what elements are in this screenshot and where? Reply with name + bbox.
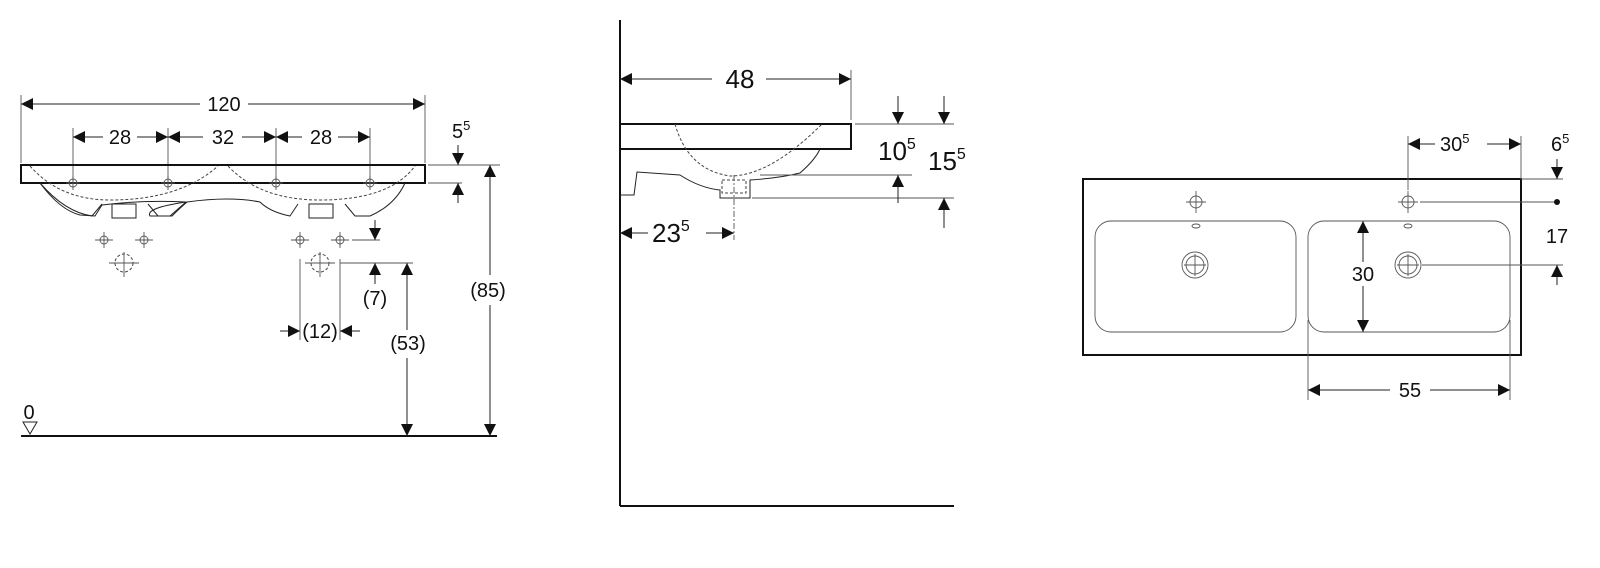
front-view: 120 28 32 28	[20, 94, 506, 437]
dim-basin-width: 55	[1399, 380, 1421, 402]
floor-level-label: 0	[23, 402, 34, 424]
dim-drain-offset-vertical: (7)	[363, 288, 387, 310]
dim-drain-distance: 235	[652, 218, 690, 248]
basin-slab	[20, 164, 426, 184]
dim-tap-from-back: 65	[1551, 131, 1569, 156]
dim-drain-offset-horizontal: (12)	[302, 321, 338, 343]
supply-crosses	[95, 232, 349, 277]
dim-drain-from-tap: 17	[1546, 226, 1568, 248]
dim-overall-height: (85)	[470, 280, 506, 302]
dim-total-width: 120	[207, 94, 240, 116]
drain-icons	[1181, 251, 1422, 279]
dim-basin-depth: 30	[1352, 264, 1374, 286]
countertop-outline	[1082, 178, 1522, 356]
side-view: 48 105 155 235	[619, 20, 966, 507]
dim-tap-spacing-right: 28	[310, 127, 332, 149]
dim-slab-height: 105	[878, 136, 916, 166]
dim-tap-spacing-left: 28	[109, 127, 131, 149]
dim-tap-spacing-mid: 32	[212, 127, 234, 149]
basin-left	[1094, 220, 1297, 333]
tap-hole-icons	[1186, 191, 1418, 229]
top-view: 305 65 17 30 55	[1082, 131, 1569, 402]
basin-right	[1307, 220, 1511, 333]
dim-depth: 48	[726, 64, 755, 94]
dim-slab-thickness: 55	[452, 118, 470, 143]
dim-drain-height: (53)	[390, 333, 426, 355]
dim-tap-to-edge: 305	[1440, 131, 1469, 156]
floor-level-marker-icon	[22, 421, 38, 435]
dim-total-height: 155	[928, 146, 966, 176]
